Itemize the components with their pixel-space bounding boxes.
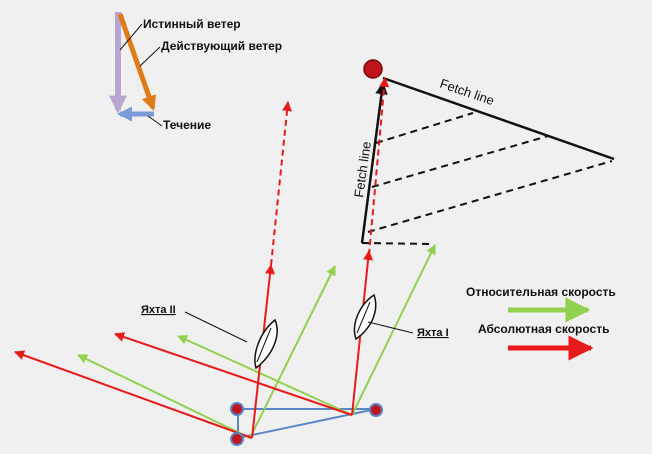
true-wind-leader [119,23,143,51]
speed-legend: Относительная скорость Абсолютная скорос… [466,285,616,361]
fetch-dash-2 [371,135,549,188]
absolute-speed-extension-2 [269,101,293,276]
current-triangle [237,408,377,439]
absolute-speed-label: Абсолютная скорость [478,322,609,336]
apparent-wind-label: Действующий ветер [161,39,282,53]
absolute-vector-yacht1-left [114,332,353,416]
current-leader [147,115,163,127]
fetch-dash-1 [375,112,474,144]
fetch-line-upper-label: Fetch line [438,76,496,109]
relative-vector-1 [249,265,336,439]
fetch-line-upper [382,76,615,161]
relative-speed-label: Относительная скорость [466,285,616,299]
apparent-wind-leader [139,46,161,67]
top-marker [363,59,383,79]
yacht-1-hull [353,293,377,341]
base-marker-left-bottom [230,432,244,446]
yacht-1-leader [367,321,414,334]
relative-vector-3 [77,354,251,439]
current-label: Течение [163,118,211,132]
fetch-dash-3 [367,160,613,233]
wind-vector-legend: Истинный ветер Действующий ветер Течение [109,12,282,132]
fetch-line-construction: Fetch line Fetch line [351,76,615,245]
base-marker-right [369,403,383,417]
fetch-dash-4 [361,242,434,245]
true-wind-label: Истинный ветер [143,17,241,31]
yacht-2-leader [184,311,248,343]
relative-vector-4 [177,335,353,416]
fetch-line-left [360,81,388,244]
yacht-2-label: Яхта II [141,304,176,316]
apparent-wind-arrow [117,13,157,111]
relative-speed-vectors [77,244,436,439]
base-line-bottom [237,408,377,439]
absolute-vector-yacht2-left [14,350,253,439]
yacht-2-hull [254,318,278,370]
base-marker-left-top [230,402,244,416]
yacht-1-label: Яхта I [417,327,449,339]
relative-vector-2 [351,244,436,416]
